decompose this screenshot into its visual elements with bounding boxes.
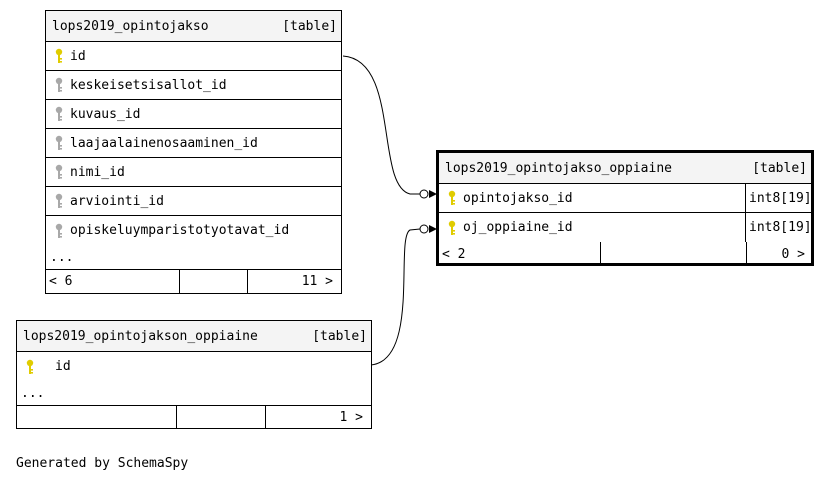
footer-middle-cell — [177, 406, 266, 429]
foreign-key-icon — [46, 193, 70, 209]
column-row[interactable]: id — [17, 352, 371, 381]
connector-opintojakso-id — [342, 55, 420, 195]
connector-oppiaine-id — [370, 228, 421, 366]
primary-key-icon — [439, 220, 463, 236]
parents-count[interactable]: < 6 — [46, 270, 180, 293]
column-row[interactable]: id — [46, 42, 341, 71]
table-footer: < 6 11 > — [46, 270, 341, 293]
foreign-key-icon — [46, 135, 70, 151]
table-header: lops2019_opintojakson_oppiaine [table] — [17, 321, 371, 352]
parents-count[interactable] — [17, 406, 177, 429]
table-header: lops2019_opintojakso [table] — [46, 11, 341, 42]
table-name[interactable]: lops2019_opintojakso — [52, 18, 209, 34]
table-lops2019-opintojakson-oppiaine[interactable]: lops2019_opintojakson_oppiaine [table] i… — [16, 320, 372, 429]
column-name: keskeisetsisallot_id — [70, 77, 227, 93]
ellipsis-row: ... — [46, 245, 341, 270]
children-count[interactable]: 11 > — [301, 274, 333, 289]
foreign-key-icon — [46, 77, 70, 93]
connector-arrow — [429, 225, 437, 233]
column-name: opiskeluymparistotyotavat_id — [70, 223, 290, 238]
ellipsis: ... — [21, 385, 45, 401]
column-row[interactable]: opintojakso_id int8[19] — [439, 184, 812, 213]
table-name[interactable]: lops2019_opintojakson_oppiaine — [23, 328, 258, 344]
table-lops2019-opintojakso-oppiaine[interactable]: lops2019_opintojakso_oppiaine [table] op… — [436, 150, 814, 266]
table-footer: 1 > — [17, 406, 371, 429]
column-name: oj_oppiaine_id — [463, 220, 573, 235]
table-type-tag: [table] — [282, 18, 337, 34]
column-name: nimi_id — [70, 164, 125, 180]
footer-middle-cell — [180, 270, 248, 293]
parents-count[interactable]: < 2 — [439, 242, 601, 266]
column-row[interactable]: laajaalainenosaaminen_id — [46, 129, 341, 158]
foreign-key-icon — [46, 164, 70, 180]
column-name: opintojakso_id — [463, 190, 573, 206]
column-name: kuvaus_id — [70, 106, 141, 122]
table-footer: < 2 0 > — [439, 242, 811, 266]
primary-key-icon — [439, 190, 463, 206]
column-type: int8[19] — [745, 184, 812, 212]
foreign-key-icon — [46, 106, 70, 122]
children-count[interactable]: 0 > — [781, 246, 805, 262]
column-row[interactable]: nimi_id — [46, 158, 341, 187]
column-row[interactable]: arviointi_id — [46, 187, 341, 216]
table-name[interactable]: lops2019_opintojakso_oppiaine — [445, 160, 672, 176]
column-name: id — [70, 48, 86, 64]
footer-middle-cell — [601, 242, 747, 266]
column-type: int8[19] — [745, 213, 812, 242]
connector-optional-circle — [419, 224, 429, 234]
foreign-key-icon — [46, 223, 70, 239]
table-header: lops2019_opintojakso_oppiaine [table] — [439, 153, 811, 184]
ellipsis: ... — [50, 249, 74, 265]
table-lops2019-opintojakso[interactable]: lops2019_opintojakso [table] id keskeiset… — [45, 10, 342, 294]
column-row[interactable]: kuvaus_id — [46, 100, 341, 129]
primary-key-icon — [46, 48, 70, 64]
column-row[interactable]: oj_oppiaine_id int8[19] — [439, 213, 812, 242]
column-row[interactable]: keskeisetsisallot_id — [46, 71, 341, 100]
table-type-tag: [table] — [752, 160, 807, 176]
table-type-tag: [table] — [312, 328, 367, 344]
column-name: laajaalainenosaaminen_id — [70, 135, 258, 151]
connector-optional-circle — [419, 189, 429, 199]
generated-by-text[interactable]: Generated by SchemaSpy — [16, 456, 189, 471]
column-row[interactable]: opiskeluymparistotyotavat_id — [46, 216, 341, 245]
primary-key-icon — [17, 359, 41, 375]
ellipsis-row: ... — [17, 381, 371, 406]
connector-arrow — [429, 190, 437, 198]
column-name: id — [55, 359, 71, 374]
children-count[interactable]: 1 > — [339, 410, 363, 425]
column-name: arviointi_id — [70, 193, 164, 209]
